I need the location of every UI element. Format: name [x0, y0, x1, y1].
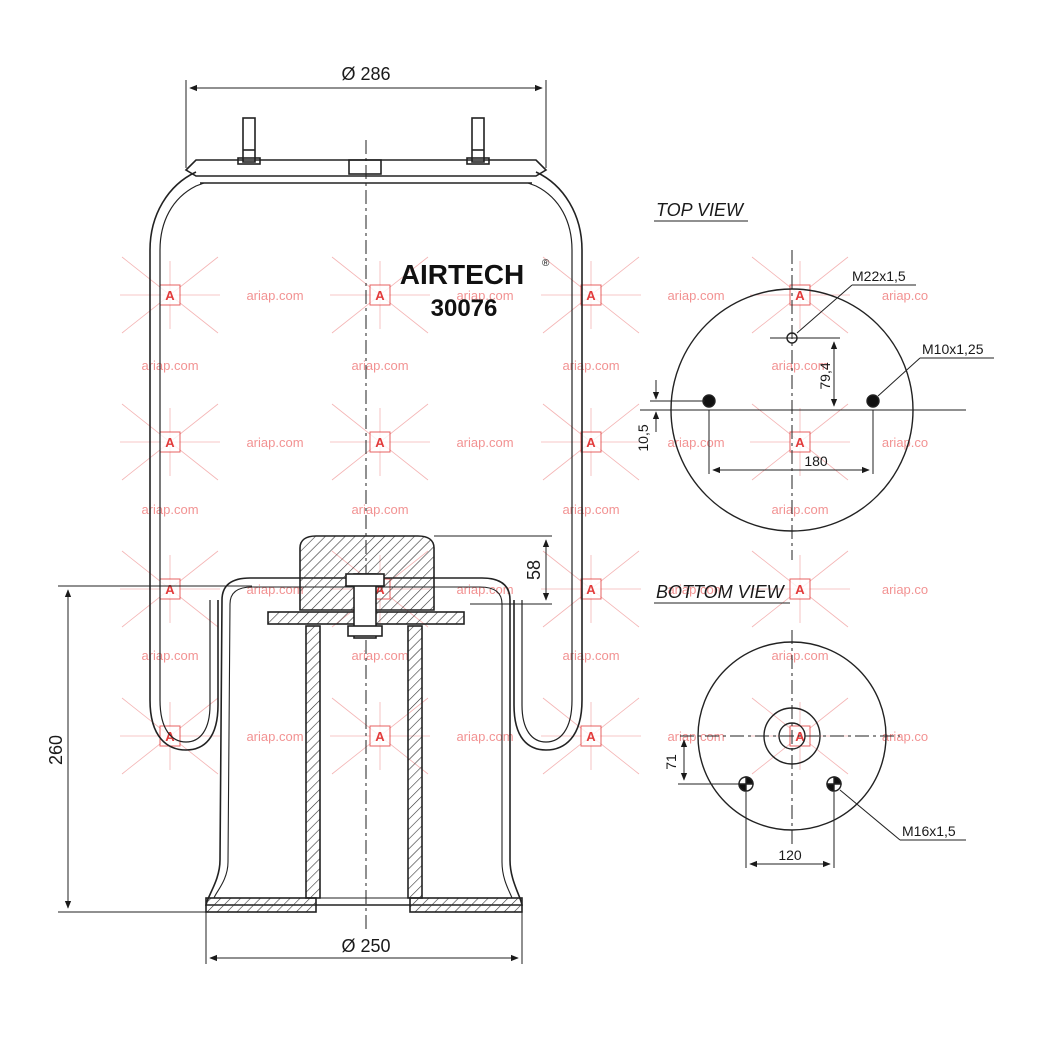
watermark-text: ariap.com [456, 435, 513, 450]
watermark-text: ariap.co [882, 729, 928, 744]
watermark-letter: A [795, 288, 805, 303]
dim-piston-height-label: 58 [524, 560, 544, 580]
leader-m10 [877, 357, 921, 397]
watermark-text: ariap.co [882, 435, 928, 450]
watermark-badge [580, 431, 602, 453]
bottom-view-title: BOTTOM VIEW [656, 582, 786, 602]
bellows-inner-right [527, 182, 573, 251]
watermark-text-row: ariap.com [141, 358, 198, 373]
watermark-letter: A [375, 729, 385, 744]
watermark-letter: A [165, 288, 175, 303]
watermark-letter: A [375, 435, 385, 450]
leader-m22 [796, 284, 853, 334]
top-plate [184, 159, 548, 177]
dim-bottom-diameter-label: Ø 250 [341, 936, 390, 956]
bottom-bolt-offset-label: 71 [663, 754, 679, 770]
top-center-offset-label: 79,4 [817, 362, 833, 389]
watermark-text-row: ariap.com [351, 502, 408, 517]
watermark-text-row: ariap.com [562, 648, 619, 663]
bottom-thread-label: M16x1,5 [902, 823, 956, 839]
top-air-fitting [348, 159, 382, 175]
bellows-wall-left [149, 171, 219, 751]
watermark-text: ariap.com [667, 288, 724, 303]
watermark-letter: A [795, 582, 805, 597]
bellows-inner-left-2 [159, 250, 211, 743]
piston-inner [213, 586, 513, 899]
watermark-badge [789, 431, 811, 453]
bellows-wall-right [513, 171, 583, 751]
top-view-bolt-right [866, 394, 880, 408]
watermark-text-row: ariap.com [351, 648, 408, 663]
watermark-letter: A [165, 729, 175, 744]
watermark-text-row: ariap.com [562, 358, 619, 373]
main-side-view [58, 80, 583, 964]
watermark-text: ariap.com [456, 288, 513, 303]
watermark-text-row: ariap.com [771, 358, 828, 373]
watermark-text: ariap.com [667, 435, 724, 450]
watermark-badge [369, 725, 391, 747]
watermark-text-row: ariap.com [562, 502, 619, 517]
watermark-badge [789, 578, 811, 600]
leader-m16 [839, 789, 901, 841]
inner-tube-left [305, 625, 321, 899]
watermark-badge [369, 431, 391, 453]
watermark-letter: A [586, 582, 596, 597]
center-bolt-nut [347, 625, 383, 637]
watermark-letter: A [586, 729, 596, 744]
watermark-text: ariap.com [667, 582, 724, 597]
dim-top-diameter-label: Ø 286 [341, 64, 390, 84]
brand-label: AIRTECH [400, 259, 524, 290]
brand-registered-mark: ® [542, 258, 550, 269]
top-view [640, 250, 994, 560]
top-bolt-spacing-label: 180 [804, 453, 828, 469]
top-bolt-offset-label: 10,5 [635, 424, 651, 451]
watermark-text: ariap.co [882, 582, 928, 597]
watermark-text-row: ariap.com [141, 648, 198, 663]
watermark-text-row: ariap.com [771, 502, 828, 517]
watermark-badge [580, 725, 602, 747]
inner-tube-right [407, 625, 423, 899]
watermark-text: ariap.com [246, 729, 303, 744]
watermark-badge [580, 284, 602, 306]
bottom-view [678, 630, 966, 868]
top-view-title: TOP VIEW [656, 200, 745, 220]
watermark-letter: A [165, 435, 175, 450]
watermark-text-row: ariap.com [771, 648, 828, 663]
part-number-label: 30076 [431, 295, 498, 322]
watermark-text: ariap.co [882, 288, 928, 303]
dim-height-label: 260 [46, 735, 66, 765]
watermark-letter: A [795, 435, 805, 450]
top-center-thread-label: M22x1,5 [852, 268, 906, 284]
bottom-bolt-spacing-label: 120 [778, 847, 802, 863]
watermark-text: ariap.com [246, 582, 303, 597]
watermark-badge [369, 284, 391, 306]
watermark-letter: A [586, 435, 596, 450]
base-plate-right [409, 897, 523, 913]
watermark-letter: A [375, 288, 385, 303]
top-stud-right [466, 117, 490, 165]
center-bolt-head [345, 573, 385, 587]
watermark-letter: A [165, 582, 175, 597]
top-stud-left [237, 117, 261, 165]
watermark-text: ariap.com [456, 729, 513, 744]
bottom-view-bolt-right [826, 776, 842, 792]
watermark-text-row: ariap.com [351, 358, 408, 373]
top-side-thread-label: M10x1,25 [922, 341, 984, 357]
watermark-text: ariap.com [246, 288, 303, 303]
watermark-letter: A [586, 288, 596, 303]
piston-body [205, 577, 523, 906]
bump-stop [299, 535, 435, 611]
bellows-inner-right-2 [521, 250, 573, 743]
bottom-view-bolt-left [738, 776, 754, 792]
bellows-inner-left [159, 182, 205, 251]
watermark-text: ariap.com [246, 435, 303, 450]
watermark-text-row: ariap.com [141, 502, 198, 517]
watermark-badge [580, 578, 602, 600]
base-plate-left [205, 897, 317, 913]
